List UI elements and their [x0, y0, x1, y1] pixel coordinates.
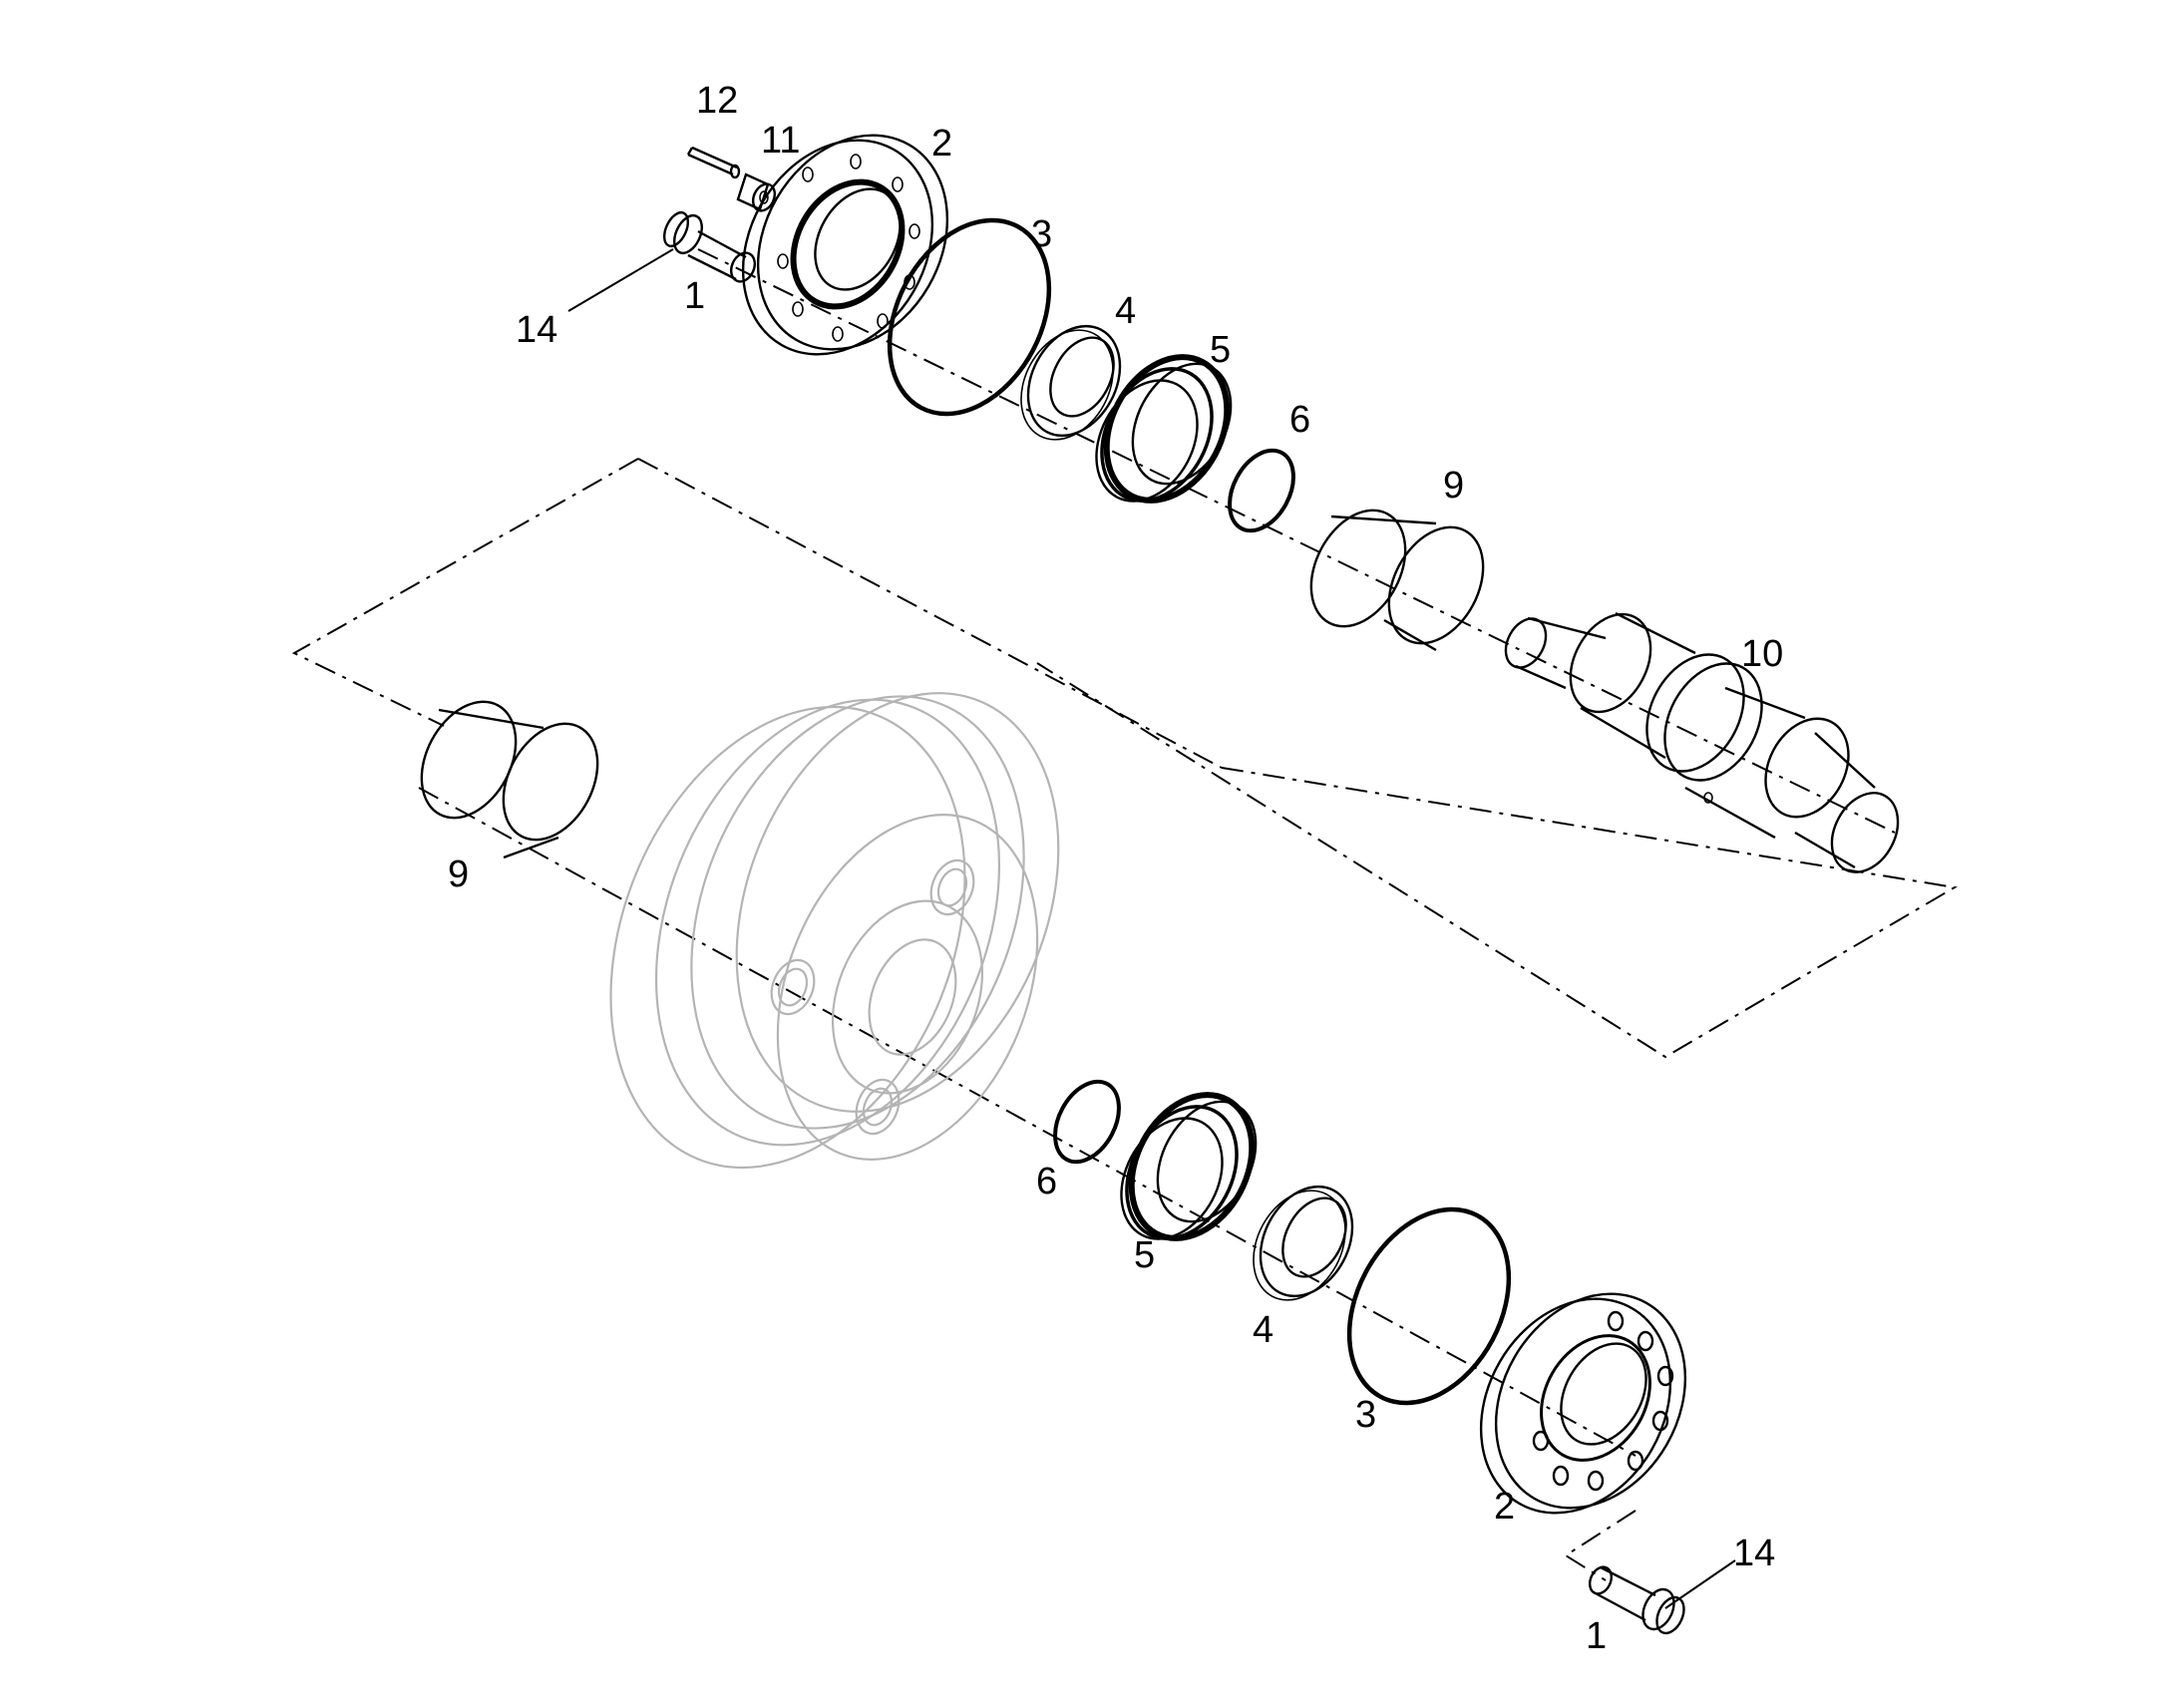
assembly-boundary-top [637, 458, 1223, 769]
callout-9-left: 9 [448, 854, 470, 895]
callout-12: 12 [696, 80, 739, 122]
pin-12 [686, 146, 741, 179]
callout-2-top: 2 [931, 123, 953, 165]
callout-5-bottom: 5 [1134, 1234, 1156, 1276]
bolt-1-top [662, 210, 757, 283]
callout-14-top: 14 [516, 309, 558, 351]
callout-4-bottom: 4 [1253, 1309, 1274, 1351]
callout-4-top: 4 [1115, 290, 1137, 332]
idler-wheel [609, 692, 1060, 1170]
o-ring-3-top [887, 217, 1052, 417]
o-ring-6-top [1228, 448, 1295, 533]
floating-seal-5-top [1095, 354, 1233, 504]
callout-3-bottom: 3 [1355, 1394, 1377, 1436]
callout-9-top: 9 [1443, 465, 1465, 507]
callout-6-bottom: 6 [1036, 1161, 1058, 1202]
leader-14-top [567, 248, 674, 312]
callout-1-top: 1 [684, 275, 706, 317]
assembly-boundary [291, 458, 639, 727]
seal-ring-4-bottom [1253, 1185, 1354, 1301]
callout-14-bottom: 14 [1733, 1533, 1776, 1574]
bushing-9-top [1309, 509, 1485, 652]
shaft-10 [1504, 611, 1900, 873]
collar-2-bottom [1479, 1292, 1687, 1515]
callout-2-bottom: 2 [1494, 1486, 1516, 1528]
callout-10: 10 [1741, 633, 1784, 675]
axis-bolt-bottom [1564, 1510, 1636, 1581]
callout-5-top: 5 [1210, 329, 1232, 371]
assembly-boundary-right [1036, 662, 1958, 1059]
callout-1-bottom: 1 [1586, 1615, 1608, 1657]
leader-14-bottom [1664, 1559, 1736, 1609]
o-ring-3-bottom [1346, 1206, 1512, 1406]
bolt-1-bottom [1588, 1565, 1685, 1635]
bushing-9-left [420, 700, 599, 859]
seal-ring-4-top [1020, 324, 1122, 441]
floating-seal-5-bottom [1120, 1092, 1258, 1241]
callout-6-top: 6 [1289, 399, 1311, 441]
axis-top [697, 248, 1896, 834]
o-ring-6-bottom [1053, 1079, 1121, 1165]
callout-3-top: 3 [1031, 213, 1053, 255]
collar-2-top [741, 134, 949, 356]
axis-lower [418, 787, 1636, 1457]
callout-11: 11 [761, 120, 801, 162]
